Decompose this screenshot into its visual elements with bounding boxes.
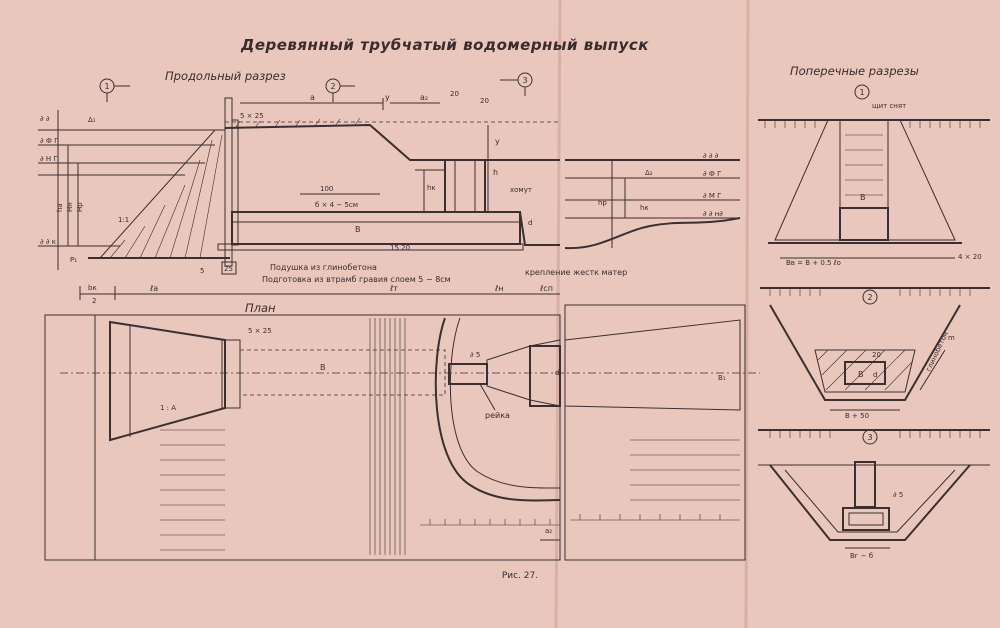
dim-d-sec2: d [873, 371, 877, 379]
dim-a2-plan: a₂ [545, 527, 552, 535]
dim-h: h [493, 168, 498, 177]
dim-hn: Hн [66, 202, 74, 212]
note-kreplenie: крепление жестк матер [525, 268, 627, 277]
paper-fold [554, 0, 562, 628]
dim-bk: bк [88, 284, 97, 292]
drawing-title: Деревянный трубчатый водомерный выпуск [240, 36, 649, 54]
dim-d-plan: d [555, 369, 559, 377]
dim-25: 25 [224, 265, 233, 273]
label-reika: рейка [485, 411, 510, 420]
dim-B-plan: B [320, 363, 326, 372]
note-podgotovka: Подготовка из втрамб гравия слоем 5 − 8с… [262, 275, 451, 284]
svg-text:2: 2 [867, 293, 872, 302]
cross-section-1: 1 щит снят B Bв = B + [758, 84, 990, 267]
dim-a2: a₂ [420, 93, 428, 102]
dim-y: y [385, 93, 390, 102]
dim-b50: B + 50 [845, 412, 869, 420]
note-khomut: хомут [510, 186, 532, 194]
longitudinal-heading: Продольный разрез [165, 69, 286, 83]
headwall-post [224, 97, 233, 267]
dim-y2: y [495, 137, 500, 146]
cross-section-3: 3 ∂ 5 Bг − б [758, 429, 990, 560]
figure-caption: Рис. 27. [502, 571, 538, 581]
dim-hk-right: hк [640, 204, 649, 212]
pipe-longitudinal [231, 211, 521, 245]
section-marker-2: 2 [325, 78, 355, 102]
paper-fold [744, 0, 750, 628]
dim-la: ℓa [149, 284, 158, 293]
gate-well [444, 159, 486, 213]
level-label: ∂ М Г [703, 192, 721, 200]
section-marker-3: 3 [500, 72, 533, 96]
dim-20a: 20 [450, 90, 459, 98]
dim-5x25: 5 × 25 [240, 112, 264, 120]
slope-plan: 1 : A [160, 404, 176, 412]
svg-text:2: 2 [330, 82, 335, 91]
dim-bb: Bг − б [850, 552, 873, 560]
dim-hp-right: hр [598, 199, 607, 207]
dim-a: a [310, 93, 315, 102]
level-label: ∂ ∂ н∂ [703, 210, 723, 218]
dim-ln: ℓн [494, 284, 504, 293]
svg-text:3: 3 [522, 76, 527, 85]
dim-d5-plan: ∂ 5 [470, 351, 480, 359]
dim-lt: ℓт [389, 284, 398, 293]
dim-d: d [528, 219, 532, 227]
svg-text:1: 1 [859, 88, 864, 97]
dim-hp: Hр [76, 202, 84, 212]
level-label: ∂ Ф Г [40, 137, 58, 145]
cross-heading: Поперечные разрезы [790, 64, 919, 78]
dim-4x20: 4 × 20 [958, 253, 982, 261]
dim-100: 100 [320, 185, 333, 193]
dim-delta1: Δ₁ [88, 116, 96, 124]
dim-ha: hа [56, 203, 64, 212]
dim-5x25-plan: 5 × 25 [248, 327, 272, 335]
section-marker-1: 1 [99, 78, 130, 102]
level-label: ∂ ∂ ∂ [703, 152, 719, 160]
wing-walls [109, 320, 226, 442]
dim-B-sec1: B [860, 193, 866, 202]
dim-hk: hк [427, 184, 436, 192]
dim-5: 5 [200, 267, 204, 275]
longitudinal-section: Продольный разрез 1 2 3 ∂ ∂ ∂ Ф Г ∂ [38, 69, 741, 305]
dim-p1: P₁ [70, 256, 77, 264]
plan-view: План 1 : A 5 × 25 B [44, 301, 760, 561]
dim-lcn: ℓсп [539, 284, 553, 293]
note-glinobeton: глинобетон [925, 330, 950, 372]
dim-B: B [355, 225, 361, 234]
gate-well-plan [448, 363, 488, 385]
level-label: ∂ ∂ [40, 115, 50, 123]
cross-sections: Поперечные разрезы 1 щит снят [758, 64, 990, 560]
dim-B1: B₁ [718, 374, 726, 382]
slope-label: 1:1 [118, 216, 129, 224]
dim-20b: 20 [480, 97, 489, 105]
level-label: ∂ ∂ к [40, 238, 56, 246]
dim-20-sec2: 20 [872, 351, 881, 359]
dim-delta2: Δ₂ [645, 169, 653, 177]
dim-1520: 15 20 [390, 244, 410, 252]
dim-b45: б × 4 − 5см [315, 201, 358, 209]
dim-Bb: Bв = B + 0.5 ℓo [786, 259, 841, 267]
plan-heading: План [245, 301, 276, 315]
cross-section-2: 2 B d 20 B + 50 г [760, 287, 990, 420]
level-label: ∂ Ф Г [703, 170, 721, 178]
dim-two: 2 [92, 297, 96, 305]
note-shchit: щит снят [872, 102, 906, 110]
dim-B-sec2: B [858, 370, 864, 379]
svg-text:1: 1 [104, 82, 109, 91]
level-label: ∂ Н Г [40, 155, 58, 163]
dim-d5-sec3: ∂ 5 [893, 491, 903, 499]
dim-m: m [948, 334, 955, 342]
note-podushka: Подушка из глинобетона [270, 263, 377, 272]
svg-text:3: 3 [867, 433, 872, 442]
